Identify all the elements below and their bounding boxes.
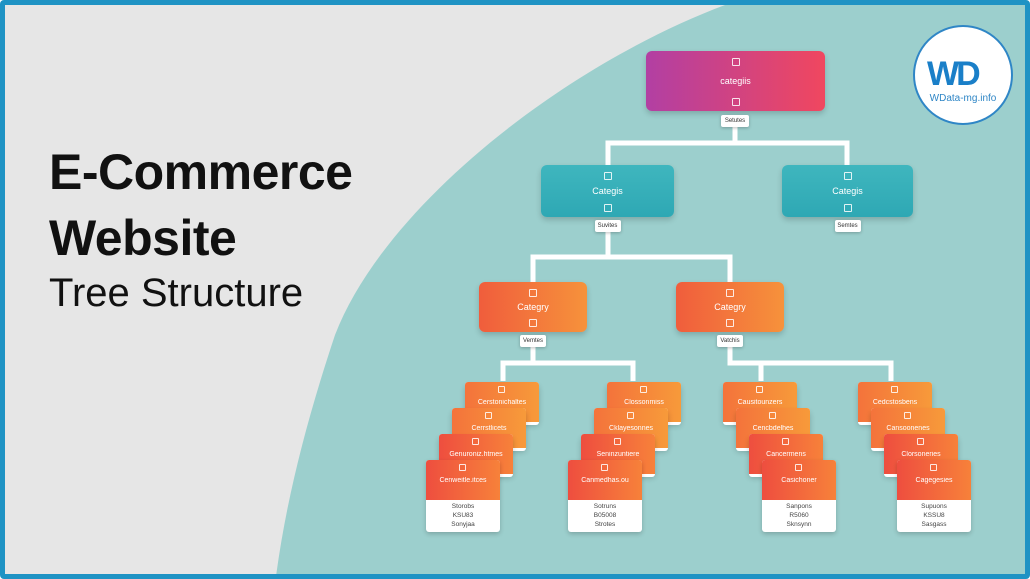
card-footer-text: Storobs bbox=[451, 503, 475, 510]
card-footer-text: KSU83 bbox=[452, 512, 474, 519]
node-icon bbox=[843, 172, 852, 180]
title-line-2: Website bbox=[49, 210, 237, 266]
card-footer-text: KSSU8 bbox=[923, 512, 945, 519]
card-footer-text: B05008 bbox=[593, 512, 617, 519]
card-label: Cerstonichaltes bbox=[477, 399, 527, 406]
node-icon bbox=[529, 319, 537, 327]
node-icon bbox=[603, 204, 612, 212]
logo-mark: WD bbox=[927, 55, 981, 93]
card-header bbox=[426, 460, 500, 500]
card-icon bbox=[917, 438, 924, 445]
card-label: Cancermens bbox=[766, 451, 806, 458]
card-icon bbox=[459, 464, 466, 471]
card-header bbox=[568, 460, 642, 500]
card-label: Cencbdelhes bbox=[752, 425, 794, 432]
level2-tag-1: Vemtes bbox=[520, 335, 546, 347]
connector-l1-left bbox=[530, 232, 611, 282]
card-icon bbox=[601, 464, 608, 471]
card-footer-text: R5060 bbox=[789, 512, 809, 519]
node-icon bbox=[843, 204, 852, 212]
node-label: Categry bbox=[714, 302, 746, 312]
level1-node-1: Categis bbox=[541, 165, 674, 217]
root-node: categiis bbox=[646, 51, 825, 111]
card-label: Canmedhas.ou bbox=[581, 477, 629, 484]
node-icon bbox=[731, 98, 740, 106]
node-icon bbox=[603, 172, 612, 180]
card-label: Cerrstlicets bbox=[471, 425, 507, 432]
card-icon bbox=[769, 412, 776, 419]
card-label: Cklayesonnes bbox=[609, 425, 653, 432]
card-footer-text: Supuons bbox=[921, 503, 947, 510]
card-footer-text: Sknsynn bbox=[786, 521, 812, 528]
level2-node-1: Categry bbox=[479, 282, 587, 332]
level2-node-2: Categry bbox=[676, 282, 784, 332]
connector-l2-a bbox=[500, 347, 536, 381]
connector-root-left bbox=[605, 127, 738, 165]
node-label: Categis bbox=[592, 186, 623, 196]
card-label: Genuroniz.htmes bbox=[449, 451, 503, 458]
card-label: Cagegesies bbox=[915, 477, 953, 484]
level1-node-2: Categis bbox=[782, 165, 913, 217]
card-label: Casichoner bbox=[781, 477, 817, 484]
level2-tag-2: Vatchis bbox=[717, 335, 743, 347]
card-label: Cedcstosbens bbox=[872, 399, 918, 406]
card-label: Causitounzers bbox=[737, 399, 783, 406]
level1-tag-1: Suvites bbox=[594, 220, 621, 232]
card-icon bbox=[640, 386, 647, 393]
card-icon bbox=[782, 438, 789, 445]
card-icon bbox=[498, 386, 505, 393]
connector-l2-b bbox=[533, 360, 636, 381]
card-icon bbox=[891, 386, 898, 393]
node-label: Categry bbox=[517, 302, 549, 312]
node-icon bbox=[726, 289, 734, 297]
connector-l2-d bbox=[730, 360, 894, 381]
site-logo: WD WData-mg.info bbox=[913, 25, 1013, 125]
card-icon bbox=[485, 412, 492, 419]
card-footer-text: Strotes bbox=[594, 521, 616, 528]
card-footer-text: Sanpons bbox=[786, 503, 812, 510]
subtitle: Tree Structure bbox=[49, 271, 304, 315]
card-footer-text: Sotruns bbox=[593, 503, 617, 510]
logo-text: WData-mg.info bbox=[929, 93, 997, 104]
card-footer-text: Sonyjaa bbox=[451, 521, 475, 528]
card-header bbox=[762, 460, 836, 500]
card-icon bbox=[930, 464, 937, 471]
card-label: Cenweitle.itces bbox=[439, 477, 487, 484]
card-label: Seninzuntiere bbox=[596, 451, 640, 458]
node-label: Categis bbox=[832, 186, 863, 196]
node-icon bbox=[726, 319, 734, 327]
card-icon bbox=[904, 412, 911, 419]
card-footer-text: Sasgass bbox=[921, 521, 947, 528]
level1-tag-2: Semtes bbox=[834, 220, 861, 232]
tree-connectors bbox=[500, 127, 894, 381]
connector-l1-right bbox=[608, 254, 733, 282]
card-label: Clorsoneries bbox=[901, 451, 941, 458]
card-label: Clossonmiss bbox=[624, 399, 664, 406]
card-icon bbox=[795, 464, 802, 471]
card-icon bbox=[472, 438, 479, 445]
card-icon bbox=[627, 412, 634, 419]
card-icon bbox=[614, 438, 621, 445]
root-tag: Setutes bbox=[721, 115, 749, 127]
connector-root-right bbox=[735, 140, 850, 165]
card-label: Cansoonenes bbox=[886, 425, 930, 432]
node-icon bbox=[529, 289, 537, 297]
node-label: categiis bbox=[720, 76, 751, 86]
node-icon bbox=[731, 58, 740, 66]
title-line-1: E-Commerce bbox=[49, 144, 353, 200]
card-header bbox=[897, 460, 971, 500]
card-icon bbox=[756, 386, 763, 393]
